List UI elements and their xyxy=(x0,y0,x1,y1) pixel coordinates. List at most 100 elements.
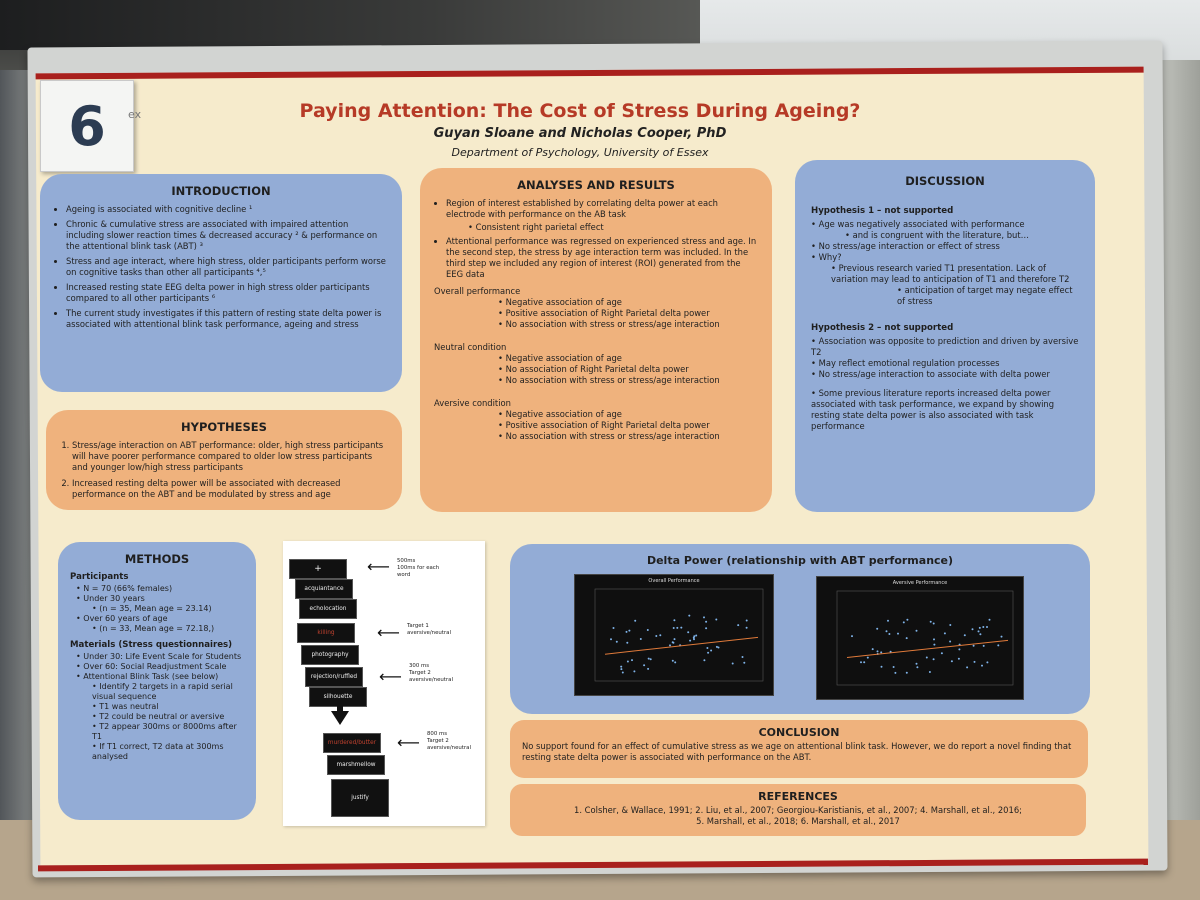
result-item: Negative association of age xyxy=(505,353,622,363)
rsvp-word-target2: rejection/ruffled xyxy=(305,667,363,687)
scatter-point xyxy=(717,646,720,649)
methods-item: Attentional Blink Task (see below) xyxy=(83,672,219,681)
scatter-title: Overall Performance xyxy=(648,578,700,584)
timing-annotation: Target 1 aversive/neutral xyxy=(407,623,451,636)
analysis-item: Region of interest established by correl… xyxy=(446,198,758,220)
scatter-point xyxy=(880,651,883,654)
analyses-heading: ANALYSES AND RESULTS xyxy=(517,178,675,192)
result-item: No association with stress or stress/age… xyxy=(505,319,720,329)
scatter-point xyxy=(671,659,674,662)
rsvp-word: acquiantance xyxy=(295,579,353,599)
analysis-item: Attentional performance was regressed on… xyxy=(446,236,758,280)
ceiling-area xyxy=(0,0,720,50)
down-arrow-shaft xyxy=(337,705,343,713)
scatter-point xyxy=(963,634,966,637)
plot-axes xyxy=(594,588,764,682)
scatter-point xyxy=(621,671,624,674)
scatter-point xyxy=(741,656,744,658)
scatter-point xyxy=(958,648,961,651)
scatter-point xyxy=(646,629,649,631)
scatter-point xyxy=(978,626,981,629)
scatter-point xyxy=(731,662,734,665)
scatter-point xyxy=(692,636,695,639)
scatter-point xyxy=(626,660,629,663)
scatter-point xyxy=(889,650,892,653)
scatter-point xyxy=(680,626,683,629)
scatter-point xyxy=(631,659,633,662)
scatter-point xyxy=(715,618,718,621)
scatter-point xyxy=(671,641,674,644)
scatter-point xyxy=(703,616,705,619)
scatter-point xyxy=(943,632,946,635)
scatter-point xyxy=(925,656,928,659)
task-item: If T1 correct, T2 data at 300ms analysed xyxy=(92,742,224,761)
scatter-point xyxy=(673,619,676,622)
scatter-point xyxy=(902,621,905,624)
scatter-point xyxy=(916,666,919,669)
scatter-point xyxy=(876,627,879,630)
scatter-point xyxy=(973,660,976,663)
scatter-point xyxy=(928,671,931,673)
scatter-point xyxy=(628,629,631,632)
result-item: Positive association of Right Parietal d… xyxy=(505,308,710,318)
poster-authors: Guyan Sloane and Nicholas Cooper, PhD xyxy=(433,126,727,141)
result-item: Positive association of Right Parietal d… xyxy=(505,420,710,430)
scatter-point xyxy=(672,627,675,629)
scatter-point xyxy=(950,660,953,663)
scatter-point xyxy=(703,659,706,662)
scatter-point xyxy=(715,645,718,648)
scatter-point xyxy=(669,644,671,647)
participants-label: Participants xyxy=(70,572,129,582)
hypotheses-panel: HYPOTHESES Stress/age interaction on ABT… xyxy=(46,410,402,510)
scatter-point xyxy=(673,638,676,641)
left-arrow-icon: ⟵ xyxy=(377,623,400,642)
discussion-subitem: Previous research varied T1 presentation… xyxy=(831,263,1070,284)
scatter-point xyxy=(982,626,985,628)
discussion-item: No stress/age interaction to associate w… xyxy=(818,369,1050,379)
discussion-item: Age was negatively associated with perfo… xyxy=(818,219,1025,229)
delta-power-heading: Delta Power (relationship with ABT perfo… xyxy=(646,554,954,567)
scatter-point xyxy=(625,630,628,633)
discussion-item: May reflect emotional regulation process… xyxy=(818,358,1000,368)
scatter-point xyxy=(885,630,888,633)
left-arrow-icon: ⟵ xyxy=(379,667,402,686)
scatter-point xyxy=(737,624,740,627)
scatter-title: Aversive Performance xyxy=(892,580,948,586)
scatter-point xyxy=(620,668,623,671)
conclusion-text: No support found for an effect of cumula… xyxy=(522,741,1072,762)
task-item: Identify 2 targets in a rapid serial vis… xyxy=(92,682,233,701)
scatter-point xyxy=(880,665,883,668)
scatter-point xyxy=(620,665,623,668)
scatter-point xyxy=(615,640,618,643)
intro-item: Ageing is associated with cognitive decl… xyxy=(66,204,388,215)
conclusion-panel: CONCLUSION No support found for an effec… xyxy=(510,720,1088,778)
scatter-point xyxy=(745,619,748,622)
scatter-point xyxy=(851,635,853,638)
scatter-point xyxy=(892,666,895,668)
scatter-point xyxy=(977,630,980,633)
analyses-panel: ANALYSES AND RESULTS Region of interest … xyxy=(420,168,772,512)
methods-item: Over 60: Social Readjustment Scale xyxy=(83,662,227,671)
overall-performance-scatter: Overall Performance xyxy=(574,574,774,696)
discussion-item: Association was opposite to prediction a… xyxy=(811,336,1079,357)
rsvp-word: justify xyxy=(331,779,389,817)
scatter-point xyxy=(633,670,636,673)
references-line: 5. Marshall, et al., 2018; 6. Marshall, … xyxy=(696,816,900,826)
scatter-point xyxy=(966,666,969,669)
rsvp-word: marshmellow xyxy=(327,755,385,775)
result-item: No association with stress or stress/age… xyxy=(505,375,720,385)
references-line: 1. Colsher, & Wallace, 1991; 2. Liu, et … xyxy=(574,805,1022,815)
university-logo-text: ex xyxy=(128,108,142,121)
scatter-point xyxy=(688,614,691,617)
scatter-point xyxy=(932,658,935,661)
rsvp-word: photography xyxy=(301,645,359,665)
scatter-point xyxy=(997,644,1000,647)
methods-subitem: (n = 33, Mean age = 72.18,) xyxy=(99,624,215,633)
discussion-subitem: anticipation of target may negate effect… xyxy=(897,285,1073,306)
result-item: No association with stress or stress/age… xyxy=(505,431,720,441)
hypothesis-item: Stress/age interaction on ABT performanc… xyxy=(72,440,388,473)
scatter-point xyxy=(906,618,909,621)
scatter-point xyxy=(897,632,899,635)
scatter-point xyxy=(705,627,708,630)
scatter-point xyxy=(693,635,696,638)
